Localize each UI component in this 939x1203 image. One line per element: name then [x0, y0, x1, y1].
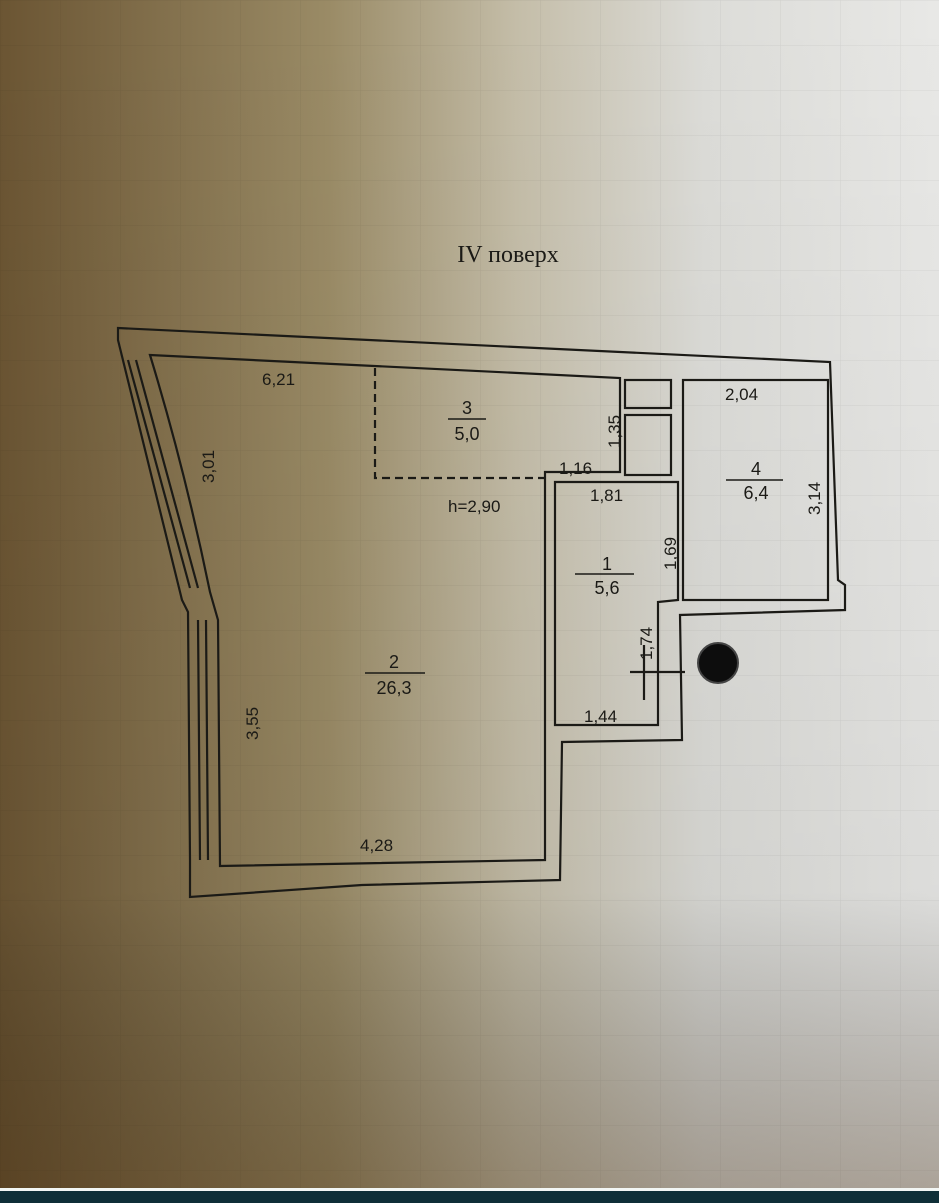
dim-room2-bottom: 4,28: [360, 836, 393, 855]
room-1-number: 1: [602, 554, 612, 574]
dim-room2-left-upper: 3,01: [199, 450, 218, 483]
dim-room1-right: 1,69: [661, 537, 680, 570]
window-upper-inner: [134, 359, 200, 589]
room-2-area: 26,3: [376, 678, 411, 698]
room-3-number: 3: [462, 398, 472, 418]
room-4-area: 6,4: [743, 483, 768, 503]
room-1-area: 5,6: [594, 578, 619, 598]
room-1-outline: [553, 480, 680, 727]
room-4-outline: [681, 378, 830, 602]
window-upper: [126, 359, 192, 589]
dim-corridor-step: 1,16: [559, 459, 592, 478]
dim-room2-left-lower: 3,55: [243, 707, 262, 740]
room-4-number: 4: [751, 459, 761, 479]
room-2-outline: [148, 353, 622, 868]
floor-title: IV поверх: [457, 242, 559, 268]
dim-room1-bottom: 1,44: [584, 707, 617, 726]
room-2-number: 2: [389, 652, 399, 672]
room-3-outline: [373, 368, 545, 480]
room-3-area: 5,0: [454, 424, 479, 444]
dim-room4-right: 3,14: [805, 482, 824, 515]
window-lower: [196, 619, 210, 861]
dim-shaft-height: 1,35: [605, 415, 624, 448]
bottom-bar: [0, 1188, 939, 1203]
dim-room2-top: 6,21: [262, 370, 295, 389]
outer-wall: [116, 326, 847, 899]
door-mark: [630, 645, 685, 700]
shaft-upper: [623, 378, 673, 410]
dim-room4-top: 2,04: [725, 385, 758, 404]
dim-room1-top: 1,81: [590, 486, 623, 505]
walls: [116, 326, 847, 899]
dim-room1-left-lower: 1,74: [637, 627, 656, 660]
riser-pipe-icon: [697, 642, 739, 684]
height-note: h=2,90: [448, 497, 500, 516]
shaft-lower: [623, 413, 673, 477]
